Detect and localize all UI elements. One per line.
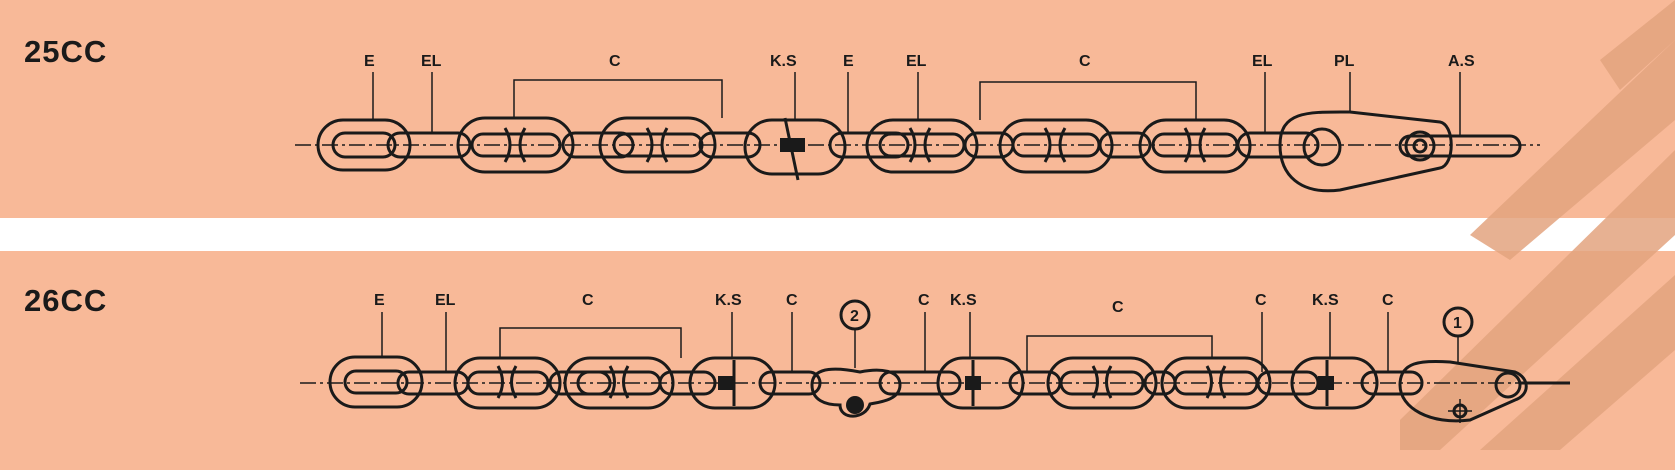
chain-25cc: E EL C K.S E EL C EL PL A.S xyxy=(295,53,1540,193)
label-c: C xyxy=(582,292,594,309)
watermark-logo xyxy=(1400,0,1675,450)
chain-26cc: E EL C K.S C 2 C K.S C C K.S C 1 xyxy=(300,292,1570,423)
diagram-title-25cc: 25CC xyxy=(24,34,108,69)
label-ks: K.S xyxy=(770,53,797,70)
swivel xyxy=(810,367,902,418)
pear-link xyxy=(1398,359,1528,423)
label-c: C xyxy=(918,292,930,309)
label-e: E xyxy=(374,292,385,309)
common-link xyxy=(998,118,1114,174)
label-ks: K.S xyxy=(715,292,742,309)
end-link xyxy=(328,355,424,409)
label-e: E xyxy=(364,53,375,70)
enlarged-link xyxy=(386,131,472,159)
marker-2-label: 2 xyxy=(850,308,859,325)
pear-link xyxy=(1278,110,1453,193)
common-link xyxy=(1138,118,1252,174)
label-leaders xyxy=(372,72,1461,136)
marker-circle-2 xyxy=(839,299,871,331)
label-c: C xyxy=(1112,299,1124,316)
label-c: C xyxy=(786,292,798,309)
diagram-panel-26cc xyxy=(0,251,1675,470)
label-pl: PL xyxy=(1334,53,1355,70)
common-link xyxy=(456,116,575,174)
diagram-title-26cc: 26CC xyxy=(24,283,108,318)
marker-1-label: 1 xyxy=(1453,315,1462,332)
label-e: E xyxy=(843,53,854,70)
label-leaders xyxy=(381,312,1459,372)
label-ks: K.S xyxy=(1312,292,1339,309)
end-link xyxy=(316,118,412,172)
label-el: EL xyxy=(906,53,927,70)
label-c: C xyxy=(1255,292,1267,309)
label-c: C xyxy=(1079,53,1091,70)
common-link xyxy=(453,356,562,410)
label-el: EL xyxy=(435,292,456,309)
label-as: A.S xyxy=(1448,53,1475,70)
common-link xyxy=(865,118,979,174)
kenter-shackle xyxy=(936,356,1025,410)
kenter-shackle xyxy=(1290,356,1379,410)
label-ks: K.S xyxy=(950,292,977,309)
marker-circle-1 xyxy=(1442,306,1474,338)
common-link xyxy=(1046,356,1158,410)
label-el: EL xyxy=(421,53,442,70)
label-c: C xyxy=(1382,292,1394,309)
label-el: EL xyxy=(1252,53,1273,70)
anchor-shackle xyxy=(1398,130,1522,162)
common-link xyxy=(598,116,717,174)
diagram-panel-25cc xyxy=(0,0,1675,218)
label-c: C xyxy=(609,53,621,70)
